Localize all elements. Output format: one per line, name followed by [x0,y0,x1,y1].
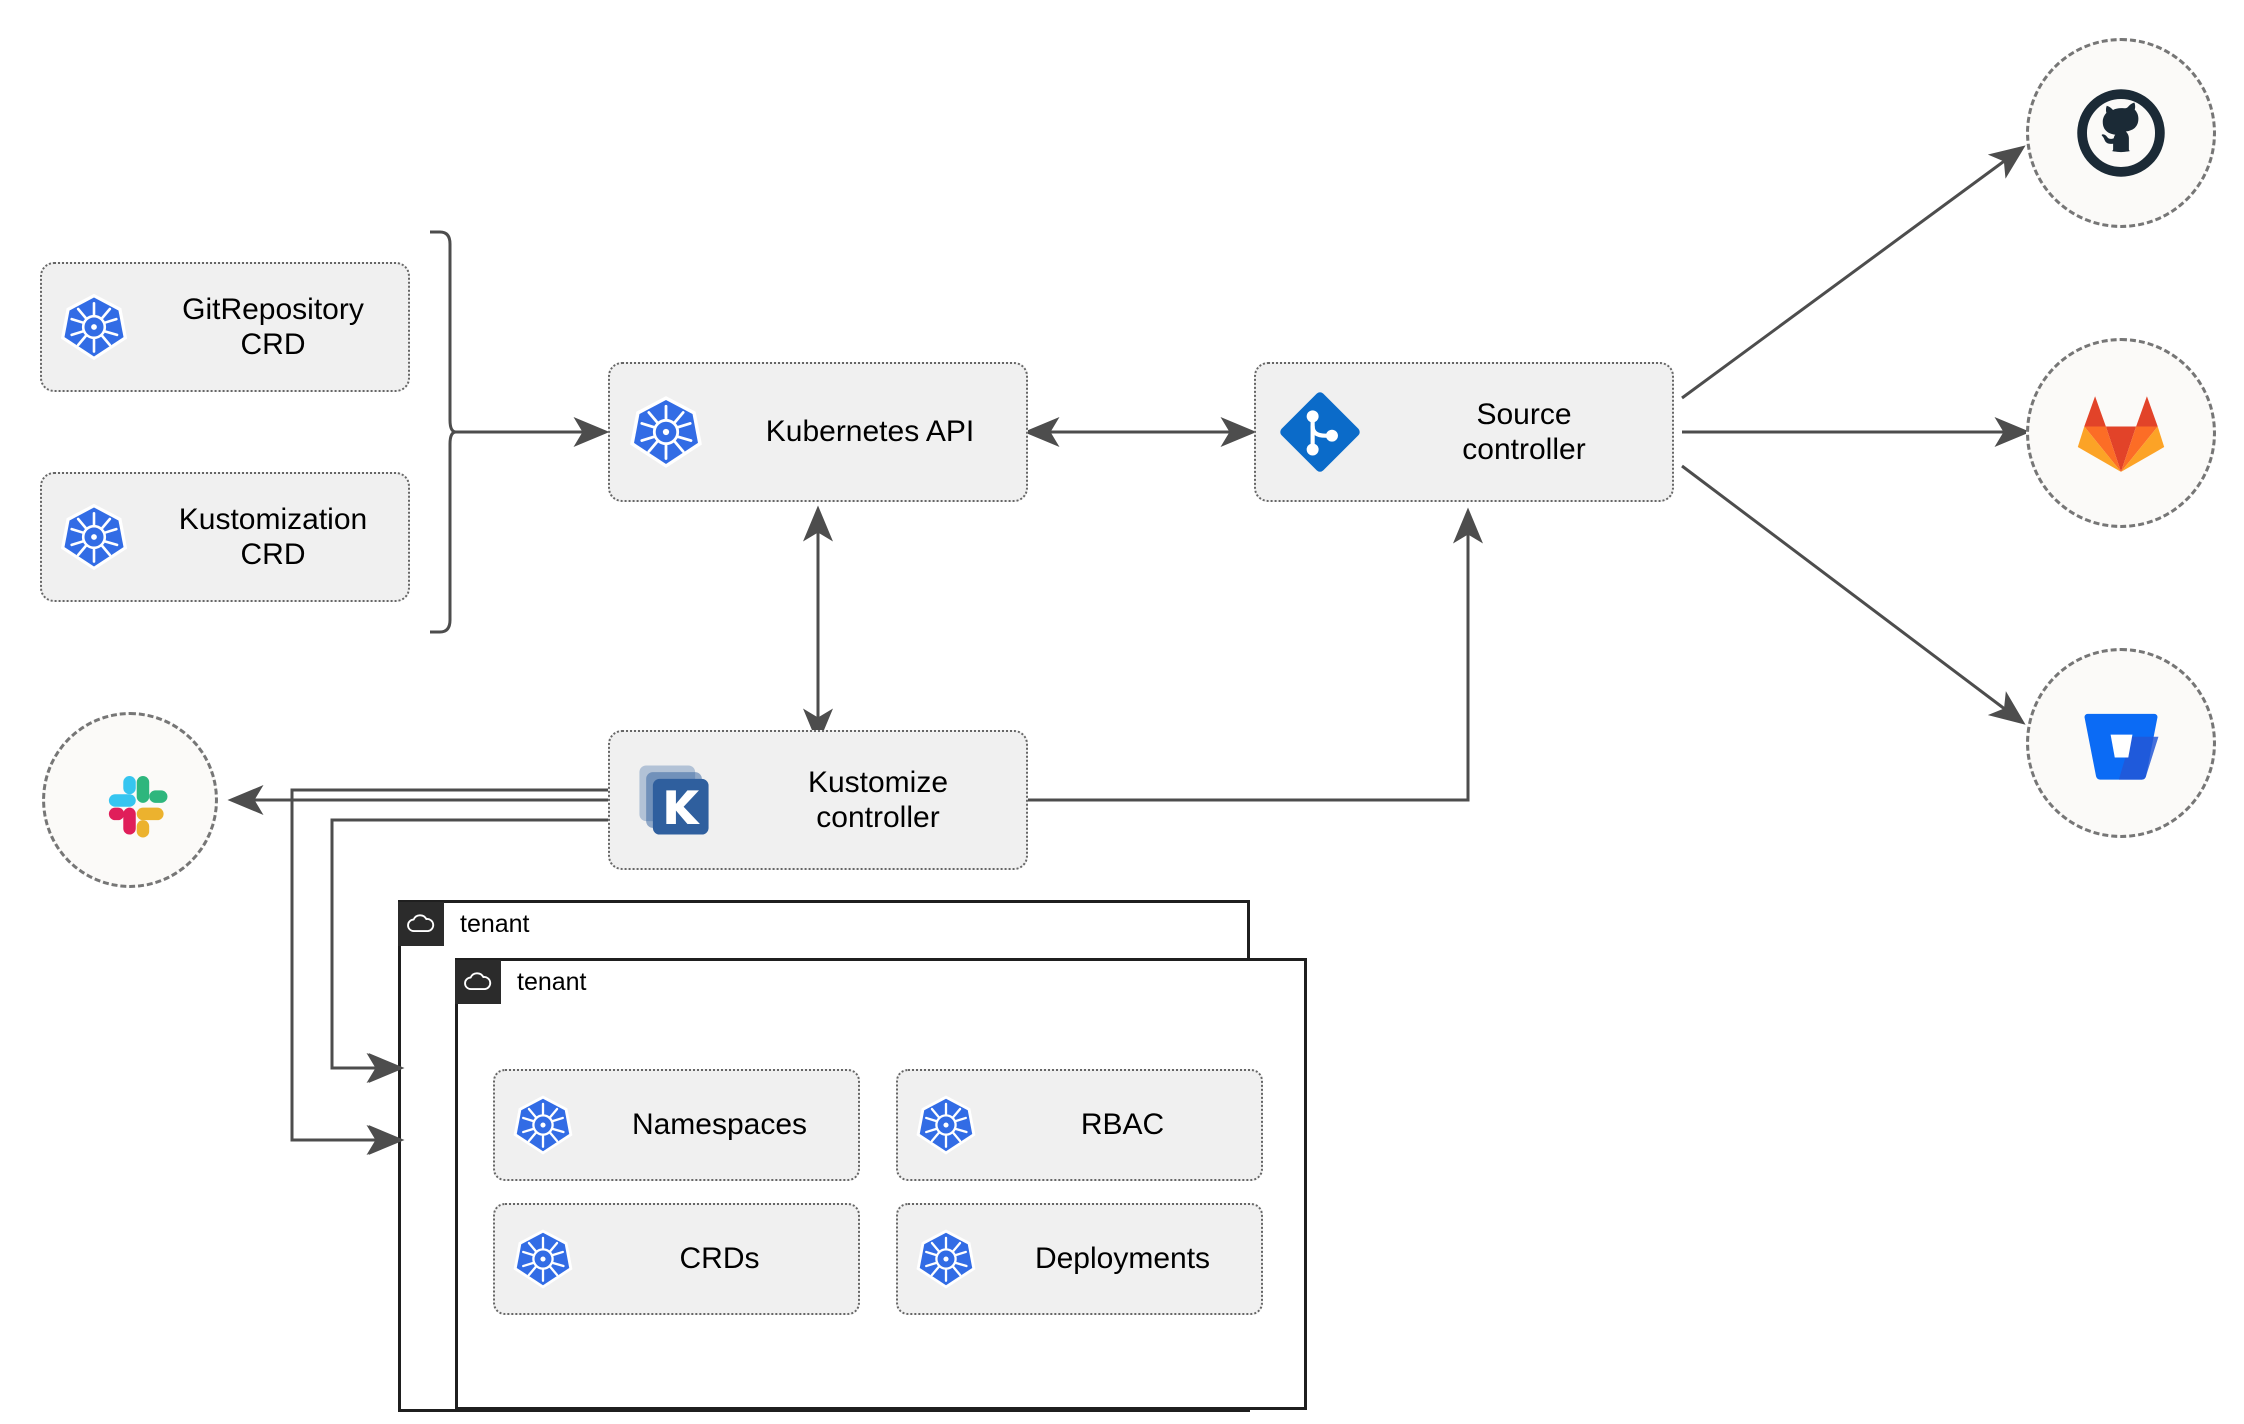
kubernetes-icon [495,1227,591,1291]
resource-label: RBAC [1080,1108,1165,1141]
resource-card-crds[interactable]: CRDs [493,1203,860,1315]
source-controller-icon [1256,386,1384,478]
node-label: GitRepository CRD [182,292,364,361]
resource-card-deployments[interactable]: Deployments [896,1203,1263,1315]
source-bitbucket-connector [1681,464,2026,725]
source-github-connector [1681,145,2026,400]
resource-card-rbac[interactable]: RBAC [896,1069,1263,1181]
kubernetes-icon [495,1093,591,1157]
kubernetes-icon [898,1227,994,1291]
tenant-label: tenant [517,967,587,996]
kubernetes-icon [610,393,722,471]
gitlab-icon [2077,396,2165,472]
tenant-container-front[interactable]: tenant [455,958,1307,1410]
external-service-github[interactable] [2026,38,2216,228]
resource-label: Namespaces [631,1108,808,1141]
node-source-controller[interactable]: Source controller [1254,362,1674,502]
cloud-icon [455,959,501,1004]
external-service-bitbucket[interactable] [2026,648,2216,838]
kustomize-icon [610,752,738,848]
node-label: Kustomize controller [807,765,949,834]
node-label: Source controller [1462,397,1586,466]
node-label: Kubernetes API [765,415,975,449]
tenant-label: tenant [460,909,530,938]
node-kustomization-crd[interactable]: Kustomization CRD [40,472,410,602]
kubernetes-icon [898,1093,994,1157]
crd-brace-connector [430,230,610,634]
node-kustomize-controller[interactable]: Kustomize controller [608,730,1028,870]
tenant-header: tenant [455,959,587,1005]
resource-label: CRDs [679,1242,760,1275]
github-icon [2077,89,2165,177]
node-kubernetes-api[interactable]: Kubernetes API [608,362,1028,502]
slack-icon [108,776,168,838]
tenant-header: tenant [398,901,530,947]
node-gitrepository-crd[interactable]: GitRepository CRD [40,262,410,392]
node-label: Kustomization CRD [178,502,368,571]
external-service-slack[interactable] [42,712,218,888]
resource-card-namespaces[interactable]: Namespaces [493,1069,860,1181]
kubernetes-icon [42,501,146,573]
tenant-resource-grid: Namespaces [493,1069,1263,1315]
resource-label: Deployments [1034,1242,1211,1275]
kustomize-source-connector [1024,507,1483,802]
kubernetes-icon [42,291,146,363]
external-service-gitlab[interactable] [2026,338,2216,528]
cloud-icon [398,901,444,946]
bitbucket-icon [2084,713,2159,780]
